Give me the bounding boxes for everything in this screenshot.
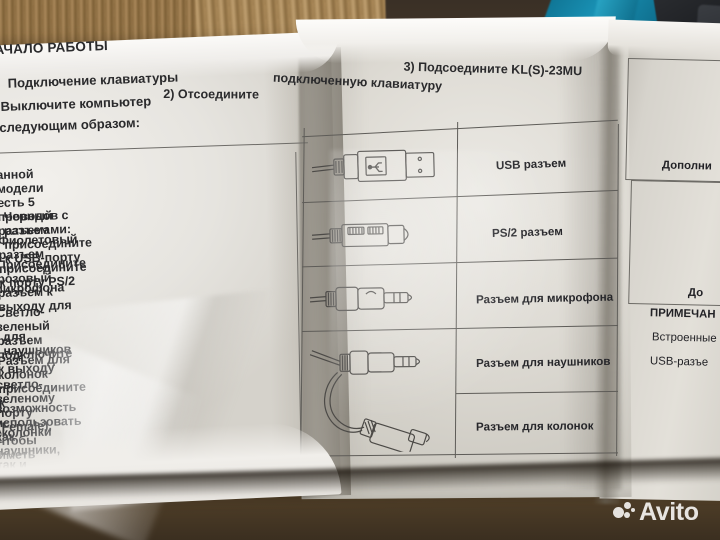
table-column-divider — [454, 122, 459, 458]
table-left-border — [300, 128, 305, 456]
table-rule-2 — [302, 257, 618, 268]
avito-wordmark: Avito — [639, 498, 699, 526]
table-label-speakers: Разъем для колонок — [475, 419, 594, 434]
mic-jack-icon — [309, 279, 437, 319]
table-right-border — [616, 123, 619, 457]
speaker-connector-icon — [314, 371, 455, 453]
headphone-jack-icon — [309, 341, 436, 384]
avito-watermark: Avito — [613, 500, 699, 525]
table-label-usb: USB разъем — [495, 156, 567, 173]
right-note-line-1: USB-разъе — [649, 355, 709, 369]
right-note-line-0: Встроенные — [651, 331, 717, 345]
table-rule-3 — [302, 324, 618, 333]
table-rule-top — [302, 119, 618, 138]
table-rule-1 — [302, 189, 618, 204]
table-label-headphones: Разъем для наушников — [475, 354, 611, 371]
table-rule-bottom — [302, 452, 618, 457]
right-box-one-label: Дополни — [661, 159, 713, 173]
right-page-top-edge — [607, 19, 720, 61]
step-two-number: 2) Отсоедините — [163, 87, 260, 102]
right-page-box-two — [628, 180, 720, 307]
body-line-3: микрофона — [0, 280, 65, 297]
ps2-connector-icon — [311, 213, 433, 256]
table-label-ps2: PS/2 разъем — [491, 224, 564, 241]
middle-page-top-edge — [295, 16, 617, 64]
avito-dots-icon — [613, 501, 635, 524]
right-note-heading: ПРИМЕЧАН — [649, 307, 716, 321]
connector-table: USB разъем PS/2 разъем — [300, 110, 620, 460]
table-rule-4 — [456, 390, 618, 395]
right-box-two-label: До — [687, 286, 704, 300]
table-label-microphone: Разъем для микрофона — [475, 290, 614, 307]
usb-connector-icon — [311, 144, 442, 189]
